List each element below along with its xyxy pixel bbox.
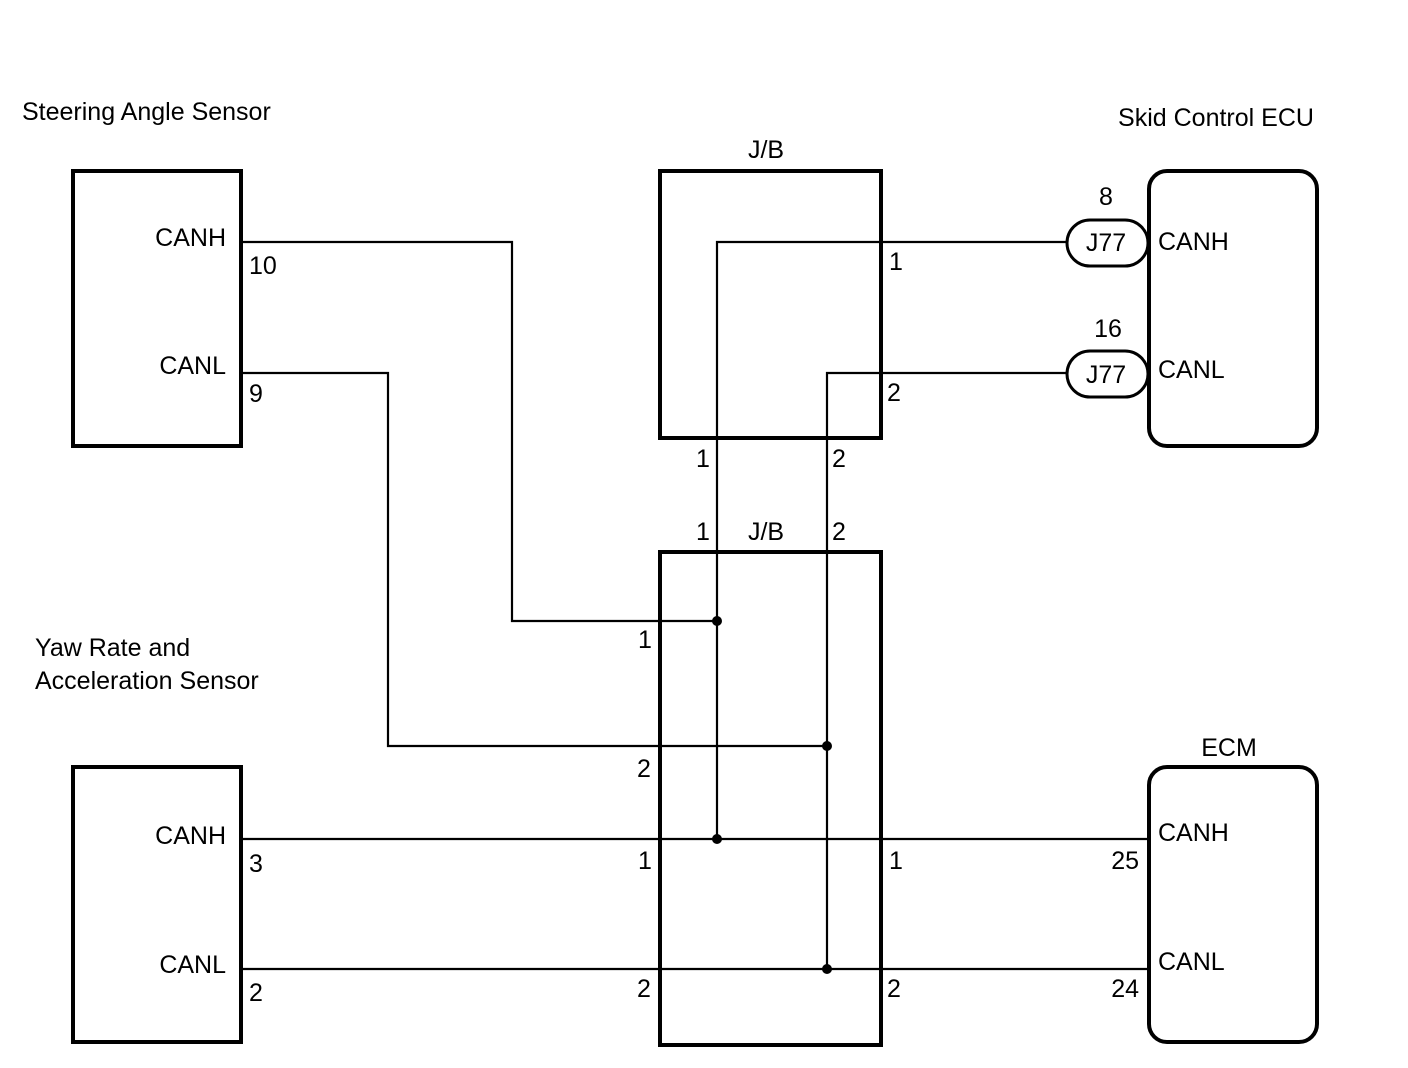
wire-canh-bus (715, 240, 1067, 839)
yaw-canl-label: CANL (159, 951, 226, 979)
skid-canl-pin: 16 (1094, 315, 1122, 343)
skid-control-ecu-box (1147, 169, 1319, 448)
skid-canl-connector-label: J77 (1086, 361, 1126, 389)
yaw-sensor-title-line1: Yaw Rate and (35, 634, 190, 662)
ecm-canh-label: CANH (1158, 819, 1229, 847)
sas-canh-pin: 10 (249, 252, 277, 280)
jb-upper-box (658, 169, 883, 440)
yaw-sensor-title-line2: Acceleration Sensor (35, 667, 259, 695)
skid-canh-pin: 8 (1099, 183, 1113, 211)
jb-upper-right-pin-canl: 2 (887, 379, 901, 407)
jb-lower-right-pin-canl: 2 (887, 975, 901, 1003)
ecm-canh-pin: 25 (1111, 847, 1139, 875)
sas-canl-label: CANL (159, 352, 226, 380)
wire-sas-canl (241, 371, 827, 748)
steering-angle-sensor-box (71, 169, 243, 448)
wire-sas-canh (241, 240, 717, 623)
ecm-box (1147, 765, 1319, 1044)
jb-lower-right-pin-canh: 1 (889, 847, 903, 875)
ecm-canl-label: CANL (1158, 948, 1225, 976)
jb-upper-bottom-pin-canl: 2 (832, 445, 846, 473)
sas-canl-pin: 9 (249, 380, 263, 408)
jb-upper-right-pin-canh: 1 (889, 248, 903, 276)
skid-canl-label: CANL (1158, 356, 1225, 384)
junction-dot-canh-ecm (712, 834, 722, 844)
ecm-canl-pin: 24 (1111, 975, 1139, 1003)
yaw-canh-label: CANH (155, 822, 226, 850)
jb-lower-left-pin-yaw-canl: 2 (637, 975, 651, 1003)
skid-control-ecu-title: Skid Control ECU (1118, 104, 1314, 132)
jb-lower-top-pin-canl: 2 (832, 518, 846, 546)
skid-canh-label: CANH (1158, 228, 1229, 256)
skid-canh-connector-label: J77 (1086, 229, 1126, 257)
jb-lower-left-pin-sas-canl: 2 (637, 755, 651, 783)
jb-lower-top-pin-canh: 1 (696, 518, 710, 546)
junction-dot-canh-sas (712, 616, 722, 626)
junction-dot-canl-sas (822, 741, 832, 751)
jb-lower-left-pin-sas-canh: 1 (638, 626, 652, 654)
jb-upper-bottom-pin-canh: 1 (696, 445, 710, 473)
junction-dot-canl-ecm (822, 964, 832, 974)
ecm-title: ECM (1201, 734, 1257, 762)
jb-lower-box (658, 550, 883, 1047)
yaw-sensor-box (71, 765, 243, 1044)
sas-canh-label: CANH (155, 224, 226, 252)
yaw-canh-pin: 3 (249, 850, 263, 878)
jb-upper-title: J/B (748, 136, 784, 164)
wire-canl-bus (825, 371, 1067, 969)
jb-lower-left-pin-yaw-canh: 1 (638, 847, 652, 875)
yaw-canl-pin: 2 (249, 979, 263, 1007)
jb-lower-title: J/B (748, 518, 784, 546)
steering-angle-sensor-title: Steering Angle Sensor (22, 98, 271, 126)
